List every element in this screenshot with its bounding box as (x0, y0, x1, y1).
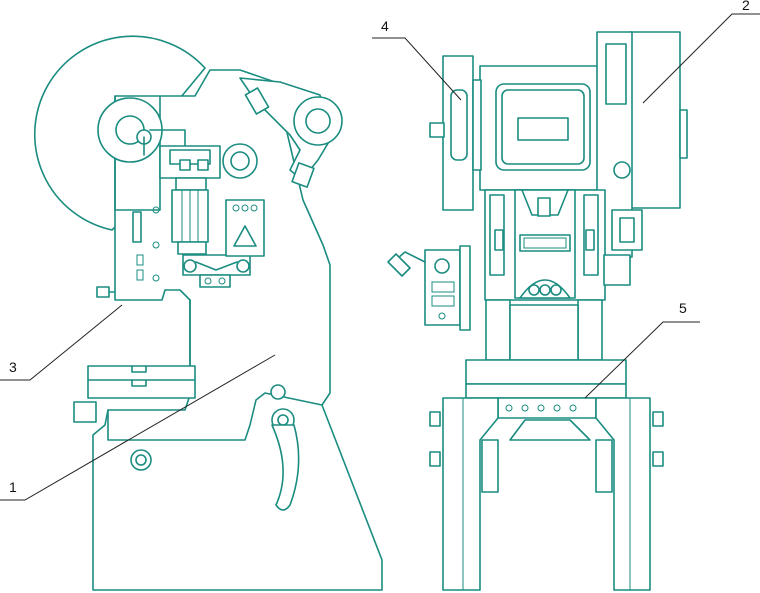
callout-2: 2 (642, 0, 760, 104)
callout-4-label: 4 (381, 18, 389, 34)
callout-4: 4 (372, 18, 462, 101)
callout-3-label: 3 (9, 359, 17, 375)
warning-triangle-icon (233, 225, 257, 247)
side-view (33, 35, 383, 591)
flywheel-guard-front (629, 31, 681, 209)
callout-1: 1 (0, 354, 276, 501)
bolster-plate (87, 365, 196, 399)
callout-5-label: 5 (679, 300, 687, 316)
main-frame (92, 69, 383, 591)
callout-3: 3 (0, 304, 123, 381)
callout-5: 5 (584, 300, 700, 399)
callout-2-label: 2 (742, 0, 750, 13)
die-cushion-bolts (497, 397, 597, 419)
front-view (387, 31, 688, 591)
callout-1-label: 1 (9, 479, 17, 495)
warning-plate (225, 199, 265, 257)
